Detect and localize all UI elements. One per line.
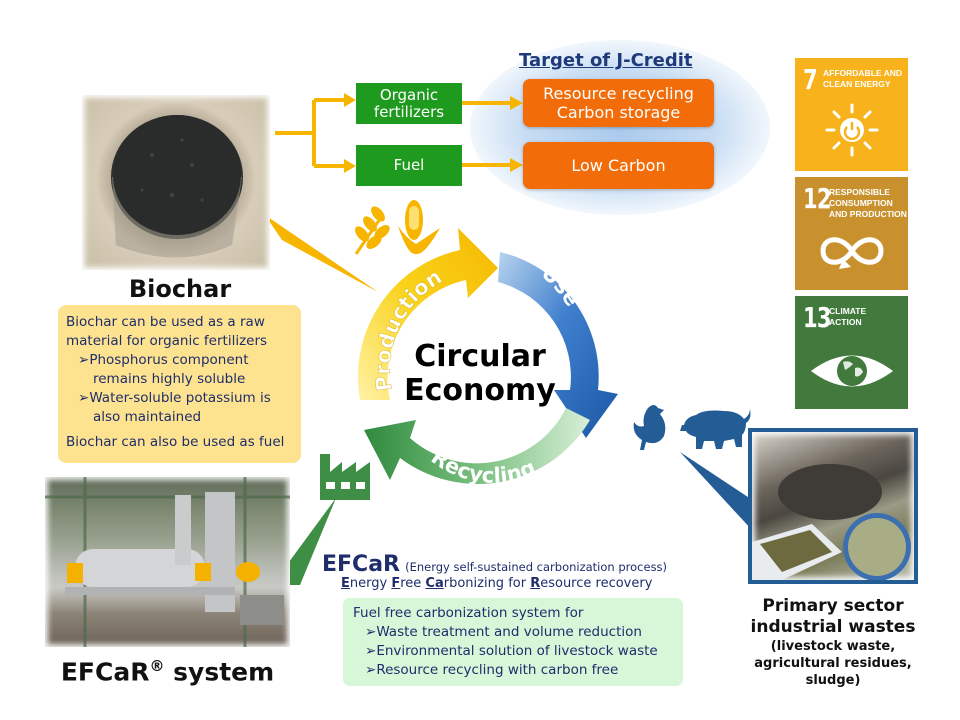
biochar-container-graphic	[111, 115, 243, 258]
recycling-label: Recycling	[427, 445, 539, 488]
bullet-arrow-icon: ➢	[78, 390, 90, 406]
efcar-note-intro: Fuel free carbonization system for	[353, 605, 584, 621]
biochar-bullet-2-cont: also maintained	[93, 409, 202, 425]
efcar-bullet: ➢Resource recycling with carbon free	[365, 662, 619, 678]
waste-samples-graphic	[752, 464, 911, 580]
organic-fertilizers-line1: Organic	[379, 85, 439, 104]
production-arrow	[357, 228, 498, 400]
sdg-number: 12	[803, 182, 831, 215]
fuel-label: Fuel	[393, 156, 425, 174]
arrowhead	[510, 96, 523, 110]
fuel-box: Fuel	[356, 145, 462, 186]
biochar-caption: Biochar	[128, 275, 232, 303]
bullet-arrow-icon: ➢	[365, 624, 377, 640]
biochar-photo	[82, 95, 270, 270]
biochar-note-outro: Biochar can also be used as fuel	[66, 434, 285, 450]
arrowhead	[344, 93, 356, 107]
circular-economy-line1: Circular	[414, 339, 546, 374]
primary-title-1: Primary sector	[762, 596, 904, 616]
biochar-note-intro-1: Biochar can be used as a raw	[66, 314, 265, 330]
biochar-note-intro-2: material for organic fertilizers	[66, 333, 268, 349]
bullet-arrow-icon: ➢	[365, 662, 377, 678]
bullet-arrow-icon: ➢	[365, 643, 377, 659]
efcar-acronym-expansion: Energy Free Carbonizing for Resource rec…	[341, 576, 653, 591]
primary-subtitle-2: agricultural residues,	[754, 656, 912, 671]
eye-globe-icon	[811, 355, 893, 387]
j-credit-title: Target of J-Credit	[519, 50, 693, 71]
efcar-title: EFCaR	[322, 552, 400, 577]
circular-economy-title: Circular Economy	[385, 340, 575, 408]
efcar-bullet: ➢Environmental solution of livestock was…	[365, 643, 658, 659]
primary-subtitle-3: sludge)	[805, 673, 861, 688]
low-carbon-label: Low Carbon	[571, 156, 666, 175]
biochar-bullet-1: ➢Phosphorus component	[78, 352, 249, 368]
primary-callout-wedge	[680, 452, 760, 530]
efcar-machine-graphic	[45, 477, 290, 647]
infinity-loop-icon	[820, 237, 884, 269]
low-carbon-box: Low Carbon	[523, 142, 714, 189]
registered-mark: ®	[149, 657, 165, 675]
pig-icon	[680, 409, 751, 449]
efcar-system-photo	[45, 477, 290, 647]
chicken-icon	[633, 405, 666, 450]
circular-economy-cycle: Production Use Recycling	[357, 228, 618, 488]
resource-recycling-line2: Carbon storage	[556, 103, 681, 122]
biochar-callout-wedge	[265, 215, 378, 292]
biochar-branch-line	[275, 98, 345, 168]
resource-recycling-box: Resource recycling Carbon storage	[523, 79, 714, 127]
arrowhead	[344, 159, 356, 173]
arrowhead	[510, 158, 523, 172]
primary-wastes-caption: Primary sector industrial wastes (livest…	[720, 596, 946, 689]
efcar-system-caption: EFCaR® system	[60, 657, 275, 687]
biochar-note: Biochar can be used as a raw material fo…	[58, 305, 301, 463]
efcar-subtitle: (Energy self-sustained carbonization pro…	[405, 560, 668, 574]
use-arrow	[498, 252, 618, 438]
efcar-heading: EFCaR (Energy self-sustained carbonizati…	[322, 552, 667, 577]
organic-fertilizers-line2: fertilizers	[373, 102, 445, 121]
factory-icon	[320, 454, 370, 500]
organic-fertilizers-box: Organic fertilizers	[356, 83, 462, 124]
primary-subtitle-1: (livestock waste,	[770, 639, 896, 654]
sdg-number: 7	[803, 63, 818, 96]
primary-title-2: industrial wastes	[750, 617, 916, 637]
sdg-number: 13	[803, 301, 831, 334]
recycling-arrow	[364, 408, 590, 484]
biochar-bullet-2: ➢Water-soluble potassium is	[78, 390, 271, 406]
biochar-bullet-1-cont: remains highly soluble	[93, 371, 246, 387]
wheat-corn-icon	[354, 200, 440, 255]
resource-recycling-line1: Resource recycling	[543, 84, 694, 103]
bullet-arrow-icon: ➢	[78, 352, 90, 368]
efcar-note: Fuel free carbonization system for ➢Wast…	[343, 598, 683, 686]
primary-wastes-photo	[748, 428, 918, 584]
sun-power-icon	[825, 103, 879, 157]
efcar-bullet: ➢Waste treatment and volume reduction	[365, 624, 642, 640]
circular-economy-line2: Economy	[404, 373, 556, 408]
